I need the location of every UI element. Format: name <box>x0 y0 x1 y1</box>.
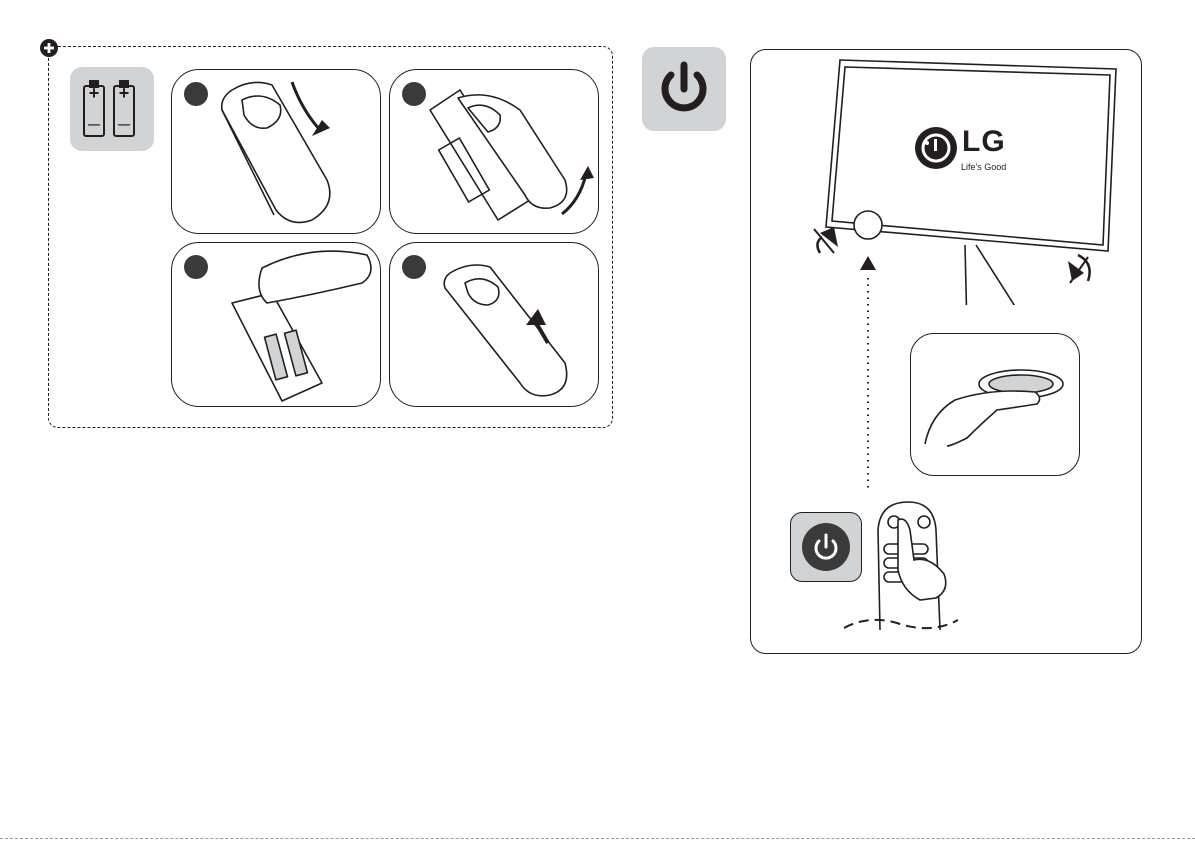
power-button-press-icon <box>911 334 1079 475</box>
plus-circle-icon <box>39 38 59 58</box>
battery-negative-sign: — <box>86 117 102 131</box>
tv-illustration: LG Life's Good <box>760 55 1130 305</box>
remote-cover-close-icon <box>390 243 598 406</box>
power-icon <box>642 47 726 131</box>
battery-pair-icon <box>70 67 154 151</box>
battery-positive-sign: + <box>117 83 131 104</box>
battery-negative-sign: — <box>116 117 132 131</box>
tv-tagline: Life's Good <box>961 162 1006 172</box>
battery-tile: + + — — <box>70 67 154 151</box>
step-1-panel <box>171 69 381 234</box>
power-button-zoom <box>910 333 1080 476</box>
remote-cover-slide-icon <box>172 70 380 233</box>
step-4-panel <box>389 242 599 407</box>
remote-power-badge <box>790 512 862 582</box>
tv-brand: LG <box>962 125 1006 159</box>
lg-logo-icon <box>915 127 957 169</box>
remote-cover-lift-icon <box>390 70 598 233</box>
battery-positive-sign: + <box>87 83 101 104</box>
step-2-panel <box>389 69 599 234</box>
picture-off-icon <box>1068 255 1090 283</box>
power-tile <box>642 47 726 131</box>
remote-battery-insert-icon <box>172 243 380 406</box>
signal-arrow <box>858 254 878 489</box>
sound-off-icon <box>814 227 838 253</box>
step-3-panel <box>171 242 381 407</box>
page-bottom-divider <box>0 838 1195 839</box>
